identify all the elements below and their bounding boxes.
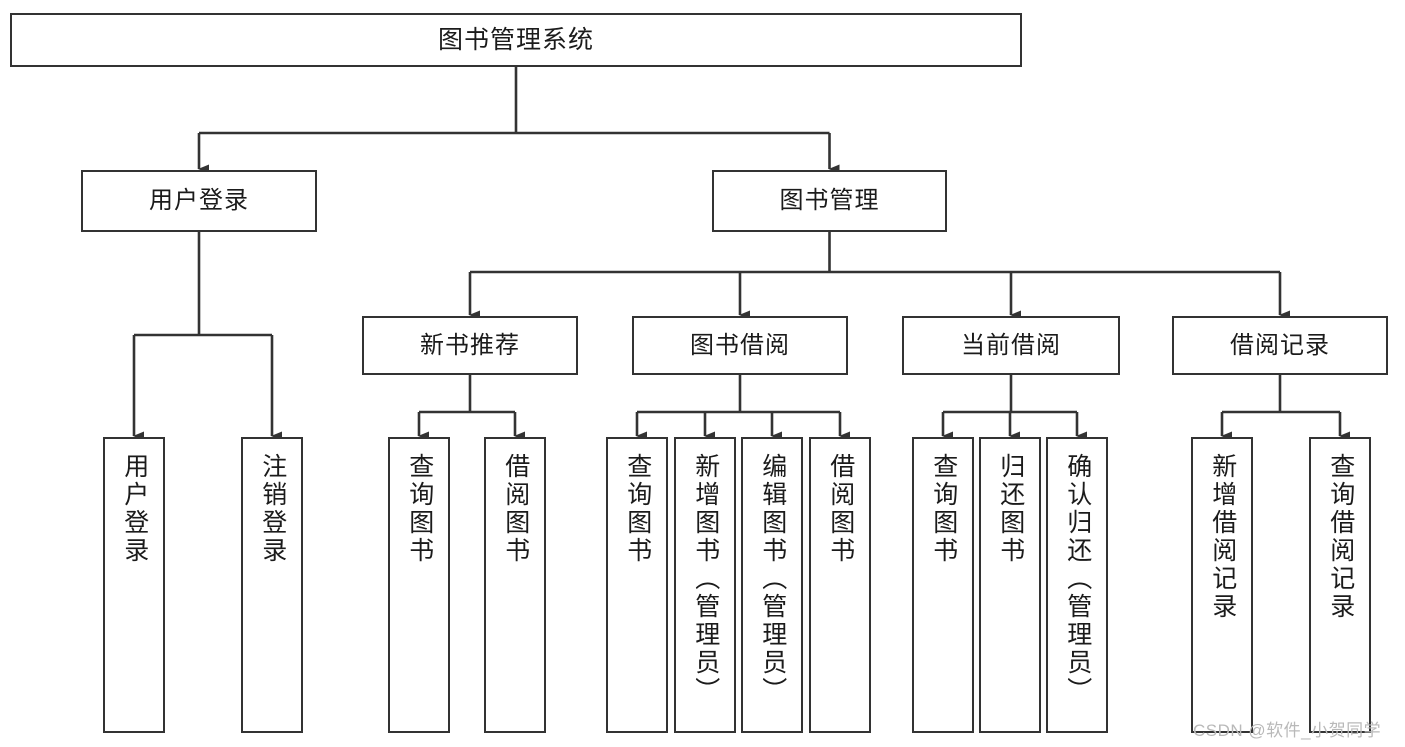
node-label: 确认归还（管理员） <box>1063 453 1092 705</box>
edge-group <box>132 67 1350 441</box>
node-l-bo-edit[interactable]: 编辑图书（管理员） <box>741 437 803 733</box>
node-label: 借阅图书 <box>826 453 855 565</box>
node-label: 新增借阅记录 <box>1208 453 1237 621</box>
node-label: 新书推荐 <box>420 331 520 359</box>
node-l-re-add[interactable]: 新增借阅记录 <box>1191 437 1253 733</box>
node-current[interactable]: 当前借阅 <box>902 316 1120 375</box>
node-label: 用户登录 <box>120 453 149 565</box>
node-label: 查询借阅记录 <box>1326 453 1355 621</box>
node-login[interactable]: 用户登录 <box>81 170 317 232</box>
node-newbook[interactable]: 新书推荐 <box>362 316 578 375</box>
node-label: 新增图书（管理员） <box>691 453 720 705</box>
node-root[interactable]: 图书管理系统 <box>10 13 1022 67</box>
node-label: 编辑图书（管理员） <box>758 453 787 705</box>
node-label: 查询图书 <box>405 453 434 565</box>
node-label: 当前借阅 <box>961 331 1061 359</box>
node-label: 图书借阅 <box>690 331 790 359</box>
node-label: 图书管理系统 <box>437 25 594 54</box>
node-label: 用户登录 <box>149 187 249 214</box>
node-borrow[interactable]: 图书借阅 <box>632 316 848 375</box>
node-l-cu-return[interactable]: 归还图书 <box>979 437 1041 733</box>
node-label: 查询图书 <box>623 453 652 565</box>
node-records[interactable]: 借阅记录 <box>1172 316 1388 375</box>
node-l-bo-lend[interactable]: 借阅图书 <box>809 437 871 733</box>
node-label: 图书管理 <box>779 187 880 214</box>
node-l-cu-ok[interactable]: 确认归还（管理员） <box>1046 437 1108 733</box>
node-label: 借阅记录 <box>1230 331 1330 359</box>
node-l-login[interactable]: 用户登录 <box>103 437 165 733</box>
node-l-nb-query[interactable]: 查询图书 <box>388 437 450 733</box>
node-l-logout[interactable]: 注销登录 <box>241 437 303 733</box>
node-l-bo-add[interactable]: 新增图书（管理员） <box>674 437 736 733</box>
node-bookmgmt[interactable]: 图书管理 <box>712 170 947 232</box>
node-label: 借阅图书 <box>501 453 530 565</box>
node-l-nb-borrow[interactable]: 借阅图书 <box>484 437 546 733</box>
node-l-cu-query[interactable]: 查询图书 <box>912 437 974 733</box>
node-label: 注销登录 <box>258 453 287 565</box>
node-l-re-query[interactable]: 查询借阅记录 <box>1309 437 1371 733</box>
node-label: 归还图书 <box>996 453 1025 565</box>
node-l-bo-query[interactable]: 查询图书 <box>606 437 668 733</box>
node-label: 查询图书 <box>929 453 958 565</box>
